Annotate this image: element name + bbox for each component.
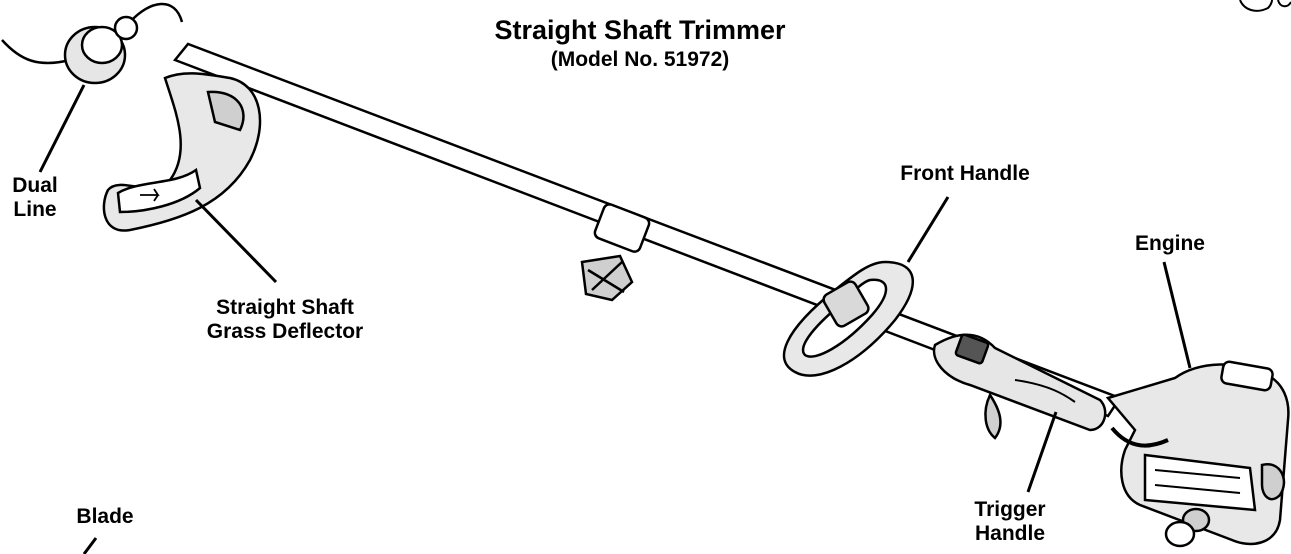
label-dual-line-2: Line	[13, 198, 57, 221]
label-dual-line-1: Dual	[12, 174, 58, 197]
diagram-title: Straight Shaft Trimmer	[494, 15, 786, 45]
front-handle-shape	[782, 260, 915, 377]
grass-deflector-shape	[102, 72, 262, 232]
label-trigger-handle-1: Trigger	[974, 498, 1046, 521]
diagram-subtitle: (Model No. 51972)	[550, 48, 730, 71]
label-grass-deflector-2: Grass Deflector	[206, 320, 364, 343]
corner-part	[1239, 0, 1291, 12]
label-trigger-handle-2: Handle	[974, 522, 1045, 545]
label-trigger-handle: Trigger Handle	[960, 498, 1060, 546]
label-front-handle: Front Handle	[900, 162, 1030, 185]
trimmer-head	[1, 2, 184, 85]
trigger-handle-shape	[932, 333, 1107, 440]
shaft-coupler	[580, 203, 651, 302]
label-dual-line: Dual Line	[0, 174, 70, 222]
engine-shape	[1105, 360, 1290, 548]
label-grass-deflector-1: Straight Shaft	[216, 296, 354, 319]
label-blade: Blade	[76, 505, 134, 528]
leader-lines	[38, 84, 1192, 554]
label-grass-deflector: Straight Shaft Grass Deflector	[180, 296, 390, 344]
label-engine: Engine	[1134, 232, 1205, 255]
